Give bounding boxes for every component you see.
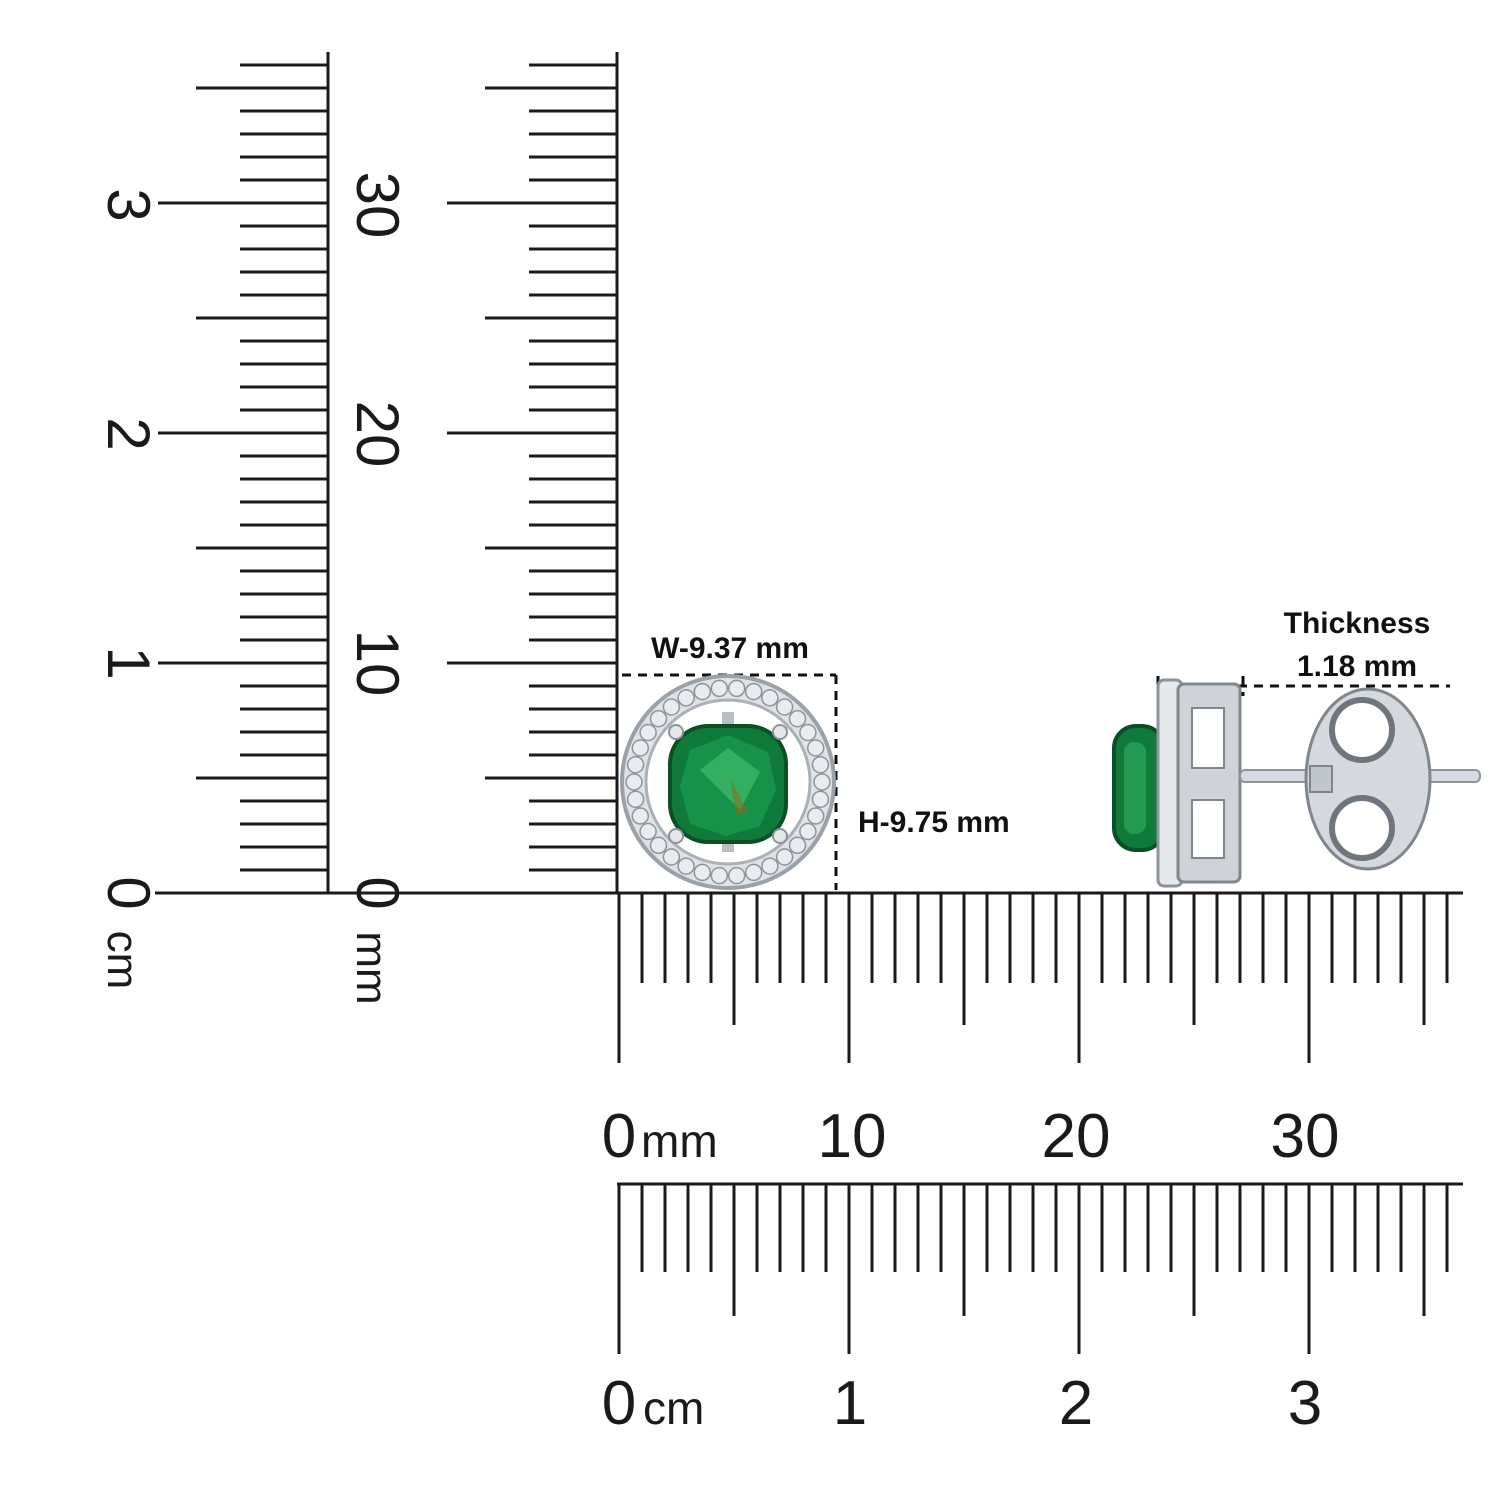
- halo-stones: [625, 679, 831, 885]
- ruler-unit: mm: [641, 1115, 718, 1167]
- horizontal-cm-ruler: 0 cm 1 2 3: [602, 1182, 1463, 1438]
- halo-stone: [710, 679, 729, 698]
- halo-stone: [693, 682, 712, 701]
- ruler-label: 2: [1059, 1369, 1093, 1438]
- ruler-label: 1: [95, 646, 162, 679]
- ruler-label: 3: [95, 188, 162, 221]
- vertical-cm-labels: 0 1 2 3 cm: [95, 188, 162, 989]
- thickness-value: 1.18 mm: [1297, 650, 1417, 683]
- halo-stone: [799, 723, 817, 742]
- halo-stone: [639, 723, 657, 742]
- ruler-unit: mm: [347, 931, 396, 1004]
- horizontal-mm-ticks: [617, 893, 1449, 1063]
- halo-stone: [631, 807, 650, 825]
- halo-stone: [649, 836, 668, 855]
- ruler-label: 30: [344, 172, 411, 239]
- emerald-highlight: [700, 748, 760, 810]
- halo-stone: [811, 755, 830, 774]
- height-label: H-9.75 mm: [858, 806, 1010, 839]
- halo-stone: [639, 822, 657, 841]
- halo-stone: [806, 739, 825, 757]
- halo-stone: [727, 866, 746, 885]
- earring-front-view: W-9.37 mm H-9.75 mm: [620, 632, 1010, 890]
- earring-side-view: Thickness 1.18 mm: [1112, 607, 1481, 888]
- halo-stone: [806, 807, 825, 825]
- horizontal-mm-ruler: 0 mm 10 20 30: [602, 893, 1449, 1171]
- halo-stone: [626, 755, 645, 774]
- gallery-bar: [722, 712, 734, 726]
- butterfly-clutch: [1309, 765, 1333, 793]
- halo-stone: [761, 689, 779, 707]
- ruler-label: 30: [1271, 1102, 1340, 1171]
- halo-stone: [649, 709, 668, 728]
- prong: [668, 828, 684, 844]
- thickness-title: Thickness: [1284, 607, 1431, 640]
- halo-stone: [788, 836, 807, 855]
- halo-stone: [813, 773, 831, 791]
- vertical-mm-labels: 0 10 20 30 mm: [344, 172, 411, 1005]
- side-gallery-window: [1191, 799, 1225, 859]
- ruler-label: 3: [1288, 1369, 1322, 1438]
- prong: [772, 828, 788, 844]
- halo-stone: [727, 679, 746, 698]
- halo-stone: [693, 863, 712, 882]
- ruler-label: 10: [344, 630, 411, 697]
- halo-stone: [775, 848, 794, 866]
- butterfly-loop: [1329, 795, 1395, 861]
- emerald-inclusion: [730, 778, 748, 815]
- side-gallery-window: [1191, 707, 1225, 769]
- butterfly-loop: [1329, 697, 1395, 763]
- vertical-mm-ruler: 0 10 20 30 mm: [344, 52, 619, 1005]
- halo-stone: [744, 682, 763, 701]
- vertical-mm-ticks: [447, 63, 617, 895]
- ruler-label: 20: [344, 401, 411, 468]
- ruler-unit: cm: [98, 931, 147, 990]
- ruler-label: 0: [602, 1369, 636, 1438]
- halo-stone: [744, 863, 763, 882]
- vertical-cm-ticks: [158, 63, 328, 895]
- vertical-cm-ruler: 0 1 2 3 cm: [95, 52, 330, 989]
- side-emerald-facet: [1124, 742, 1146, 834]
- ruler-label: 20: [1042, 1102, 1111, 1171]
- ruler-unit: cm: [643, 1382, 704, 1434]
- halo-stone: [677, 857, 695, 875]
- prong: [772, 724, 788, 740]
- ruler-label: 0: [602, 1102, 636, 1171]
- horizontal-cm-ticks: [617, 1184, 1449, 1354]
- halo-stone: [788, 709, 807, 728]
- ruler-label: 10: [818, 1102, 887, 1171]
- ruler-label: 2: [95, 417, 162, 450]
- halo-stone: [710, 866, 729, 885]
- ruler-label: 1: [833, 1369, 867, 1438]
- width-label: W-9.37 mm: [651, 632, 809, 665]
- halo-stone: [775, 698, 794, 716]
- halo-stone: [799, 822, 817, 841]
- ruler-label: 0: [95, 876, 162, 909]
- halo-stone: [626, 790, 645, 809]
- halo-stone: [677, 689, 695, 707]
- prong: [668, 724, 684, 740]
- halo-stone: [625, 773, 643, 791]
- halo-stone: [811, 790, 830, 809]
- halo-stone: [662, 848, 681, 866]
- halo-stone: [662, 698, 681, 716]
- halo-stone: [761, 857, 779, 875]
- halo-stone: [631, 739, 650, 757]
